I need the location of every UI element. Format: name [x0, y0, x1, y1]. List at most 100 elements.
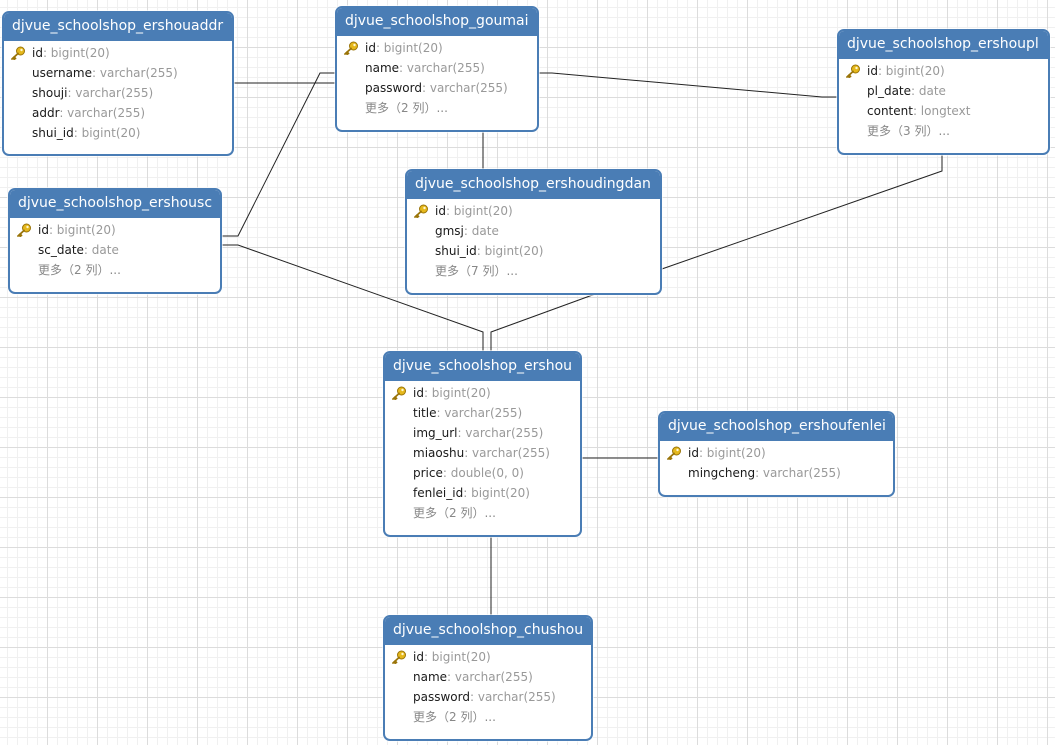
column-type: : varchar(255)	[59, 106, 146, 120]
column-name: addr	[32, 106, 60, 120]
column-list: id: bigint(20)username: varchar(255)shou…	[4, 41, 232, 147]
column-type: : varchar(255)	[67, 86, 154, 100]
column-row[interactable]: id: bigint(20)	[839, 61, 1048, 81]
column-name: fenlei_id	[413, 486, 464, 500]
column-row[interactable]: id: bigint(20)	[10, 220, 220, 240]
column-row[interactable]: sc_date: date	[10, 240, 220, 260]
column-row[interactable]: title: varchar(255)	[385, 403, 580, 423]
table-title: djvue_schoolshop_ershou	[385, 353, 580, 381]
column-row[interactable]: mingcheng: varchar(255)	[660, 463, 893, 483]
more-columns-link[interactable]: 更多（2 列）...	[413, 506, 496, 520]
relation-sc-ershou	[218, 244, 484, 352]
column-name: id	[32, 46, 43, 60]
column-row[interactable]: id: bigint(20)	[337, 38, 537, 58]
column-name: shui_id	[435, 244, 477, 258]
column-row[interactable]: id: bigint(20)	[385, 383, 580, 403]
column-list: id: bigint(20)mingcheng: varchar(255)	[660, 441, 893, 487]
column-type: : bigint(20)	[698, 446, 766, 460]
table-title: djvue_schoolshop_ershouaddr	[4, 13, 232, 41]
primary-key-icon	[10, 46, 26, 61]
primary-key-icon	[845, 64, 861, 79]
more-columns-link[interactable]: 更多（3 列）...	[867, 124, 950, 138]
column-name: name	[365, 61, 400, 75]
column-row[interactable]: id: bigint(20)	[660, 443, 893, 463]
column-type: : bigint(20)	[423, 386, 491, 400]
column-row[interactable]: img_url: varchar(255)	[385, 423, 580, 443]
more-columns-link[interactable]: 更多（2 列）...	[413, 710, 496, 724]
column-type: : varchar(255)	[421, 81, 508, 95]
more-columns-link[interactable]: 更多（7 列）...	[435, 264, 518, 278]
column-name: price	[413, 466, 443, 480]
column-row[interactable]: pl_date: date	[839, 81, 1048, 101]
column-name: miaoshu	[413, 446, 465, 460]
relation-sc-goumai	[218, 72, 335, 237]
column-row[interactable]: shouji: varchar(255)	[4, 83, 232, 103]
column-name: id	[688, 446, 699, 460]
column-row[interactable]: password: varchar(255)	[385, 687, 591, 707]
relation-pl-ershou	[658, 153, 943, 271]
column-type: : bigint(20)	[463, 486, 530, 500]
column-row[interactable]: addr: varchar(255)	[4, 103, 232, 123]
column-name: id	[413, 386, 424, 400]
column-name: password	[365, 81, 422, 95]
table-title: djvue_schoolshop_ershoudingdan	[407, 171, 660, 199]
column-row[interactable]: username: varchar(255)	[4, 63, 232, 83]
column-list: id: bigint(20)name: varchar(255)password…	[385, 645, 591, 731]
column-row[interactable]: price: double(0, 0)	[385, 463, 580, 483]
column-name: mingcheng	[688, 466, 756, 480]
column-type: : date	[911, 84, 946, 98]
column-type: : bigint(20)	[42, 46, 110, 60]
column-row[interactable]: name: varchar(255)	[337, 58, 537, 78]
primary-key-icon	[391, 650, 407, 665]
table-title: djvue_schoolshop_ershousc	[10, 190, 220, 218]
column-row[interactable]: content: longtext	[839, 101, 1048, 121]
column-row[interactable]: shui_id: bigint(20)	[407, 241, 660, 261]
more-columns-link[interactable]: 更多（2 列）...	[38, 263, 121, 277]
column-name: shouji	[32, 86, 68, 100]
column-name: password	[413, 690, 470, 704]
column-name: id	[413, 650, 424, 664]
column-type: : date	[463, 224, 499, 238]
column-type: : bigint(20)	[73, 126, 141, 140]
column-type: : date	[83, 243, 119, 257]
column-row[interactable]: id: bigint(20)	[385, 647, 591, 667]
primary-key-icon	[666, 446, 682, 461]
column-type: : varchar(255)	[469, 690, 556, 704]
column-name: img_url	[413, 426, 458, 440]
column-row[interactable]: gmsj: date	[407, 221, 660, 241]
column-type: : bigint(20)	[476, 244, 544, 258]
column-row[interactable]: miaoshu: varchar(255)	[385, 443, 580, 463]
column-type: : varchar(255)	[92, 66, 178, 80]
column-row[interactable]: password: varchar(255)	[337, 78, 537, 98]
column-row[interactable]: id: bigint(20)	[4, 43, 232, 63]
column-type: : varchar(255)	[755, 466, 841, 480]
column-type: : longtext	[912, 104, 971, 118]
column-type: : bigint(20)	[423, 650, 491, 664]
primary-key-icon	[391, 386, 407, 401]
table-title: djvue_schoolshop_goumai	[337, 8, 537, 36]
more-columns-link[interactable]: 更多（2 列）...	[365, 101, 448, 115]
column-row[interactable]: name: varchar(255)	[385, 667, 591, 687]
column-type: : bigint(20)	[375, 41, 443, 55]
column-name: id	[38, 223, 49, 237]
column-type: : varchar(255)	[436, 406, 523, 420]
column-type: : varchar(255)	[457, 426, 544, 440]
column-type: : double(0, 0)	[442, 466, 524, 480]
primary-key-icon	[343, 41, 359, 56]
column-name: sc_date	[38, 243, 84, 257]
column-row[interactable]: fenlei_id: bigint(20)	[385, 483, 580, 503]
column-row[interactable]: shui_id: bigint(20)	[4, 123, 232, 143]
column-name: shui_id	[32, 126, 74, 140]
column-row[interactable]: id: bigint(20)	[407, 201, 660, 221]
column-type: : varchar(255)	[399, 61, 485, 75]
